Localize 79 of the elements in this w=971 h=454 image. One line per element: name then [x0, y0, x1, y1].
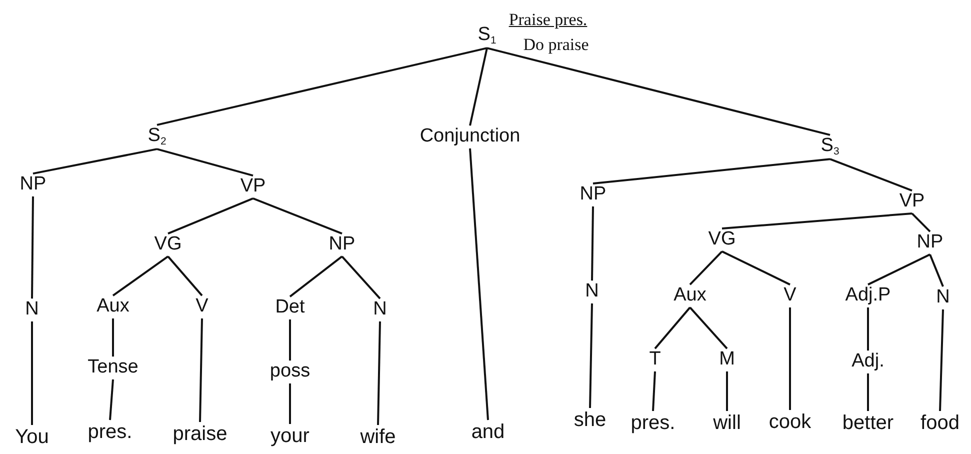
category-label: N	[372, 300, 388, 320]
tree-branch-line	[652, 371, 656, 412]
tree-branch-line	[109, 379, 114, 420]
word-label: will	[712, 412, 742, 434]
tree-branch-line	[289, 383, 291, 424]
category-label: S$_{2}$	[146, 126, 168, 148]
tree-branch-line	[289, 319, 291, 361]
category-label: S$_{3}$	[820, 136, 840, 158]
word-label: wife	[359, 426, 397, 448]
note-text: Praise pres.	[508, 10, 588, 30]
category-label: Det	[274, 298, 306, 318]
tree-branch-line	[867, 307, 869, 351]
tree-branch-line	[789, 307, 791, 410]
word-label: You	[14, 426, 50, 448]
category-label: S$_{1}$	[476, 24, 498, 48]
tree-branch-line	[469, 48, 488, 126]
tree-branch-line	[689, 306, 728, 350]
tree-branch-line	[867, 373, 869, 411]
tree-branch-line	[31, 321, 33, 425]
category-label: N	[935, 288, 951, 308]
tree-branch-line	[341, 256, 381, 300]
category-label: T	[648, 350, 662, 370]
tree-branch-line	[726, 371, 728, 411]
category-label: Aux	[672, 286, 708, 306]
note-text: Do praise	[523, 35, 589, 55]
tree-branch-line	[589, 303, 593, 408]
category-label: Conjunction	[418, 126, 522, 148]
word-label: pres.	[630, 412, 676, 434]
category-label: N	[584, 282, 600, 302]
tree-branch-line	[911, 212, 931, 232]
word-label: cook	[768, 411, 812, 433]
tree-branch-line	[868, 254, 930, 286]
tree-branch-line	[112, 318, 114, 357]
category-label: NP	[18, 174, 48, 196]
tree-branch-line	[168, 198, 254, 234]
category-label: Tense	[86, 358, 140, 378]
tree-branch-line	[252, 198, 342, 234]
tree-branch-line	[199, 318, 203, 422]
category-label: V	[194, 296, 210, 318]
tree-branch-line	[929, 254, 944, 287]
category-label: Adj.P	[844, 286, 892, 306]
tree-branch-line	[112, 256, 169, 296]
word-label: better	[841, 412, 895, 434]
tree-branch-line	[32, 148, 158, 175]
category-label: Aux	[96, 296, 130, 318]
tree-branch-line	[469, 148, 489, 420]
tree-branch-line	[377, 321, 381, 426]
tree-branch-line	[689, 250, 723, 286]
word-label: praise	[172, 423, 228, 445]
tree-branch-line	[654, 306, 691, 350]
category-label: NP	[328, 234, 356, 256]
tree-branch-line	[592, 158, 830, 185]
category-label: VG	[707, 230, 737, 250]
word-label: she	[572, 409, 608, 431]
tree-branch-line	[167, 256, 203, 296]
category-label: NP	[578, 184, 608, 206]
category-label: VP	[898, 192, 926, 212]
tree-branch-line	[156, 148, 254, 177]
category-label: NP	[916, 232, 944, 254]
word-label: your	[270, 425, 310, 447]
word-label: pres.	[86, 421, 134, 443]
category-label: Adj.	[850, 352, 886, 372]
tree-branch-line	[939, 309, 944, 412]
category-label: M	[718, 350, 736, 370]
tree-branch-line	[722, 250, 790, 286]
tree-branch-line	[722, 212, 912, 230]
tree-branch-line	[486, 47, 830, 136]
category-label: VP	[239, 176, 267, 198]
tree-branch-line	[31, 196, 34, 299]
word-label: and	[470, 421, 506, 443]
tree-branch-line	[289, 256, 343, 298]
word-label: food	[920, 412, 960, 434]
tree-branch-line	[591, 206, 594, 281]
category-label: N	[24, 300, 40, 320]
tree-branch-line	[830, 158, 912, 192]
category-label: poss	[268, 362, 312, 382]
tree-branch-line	[156, 47, 488, 126]
category-label: V	[782, 286, 798, 306]
category-label: VG	[153, 234, 183, 256]
